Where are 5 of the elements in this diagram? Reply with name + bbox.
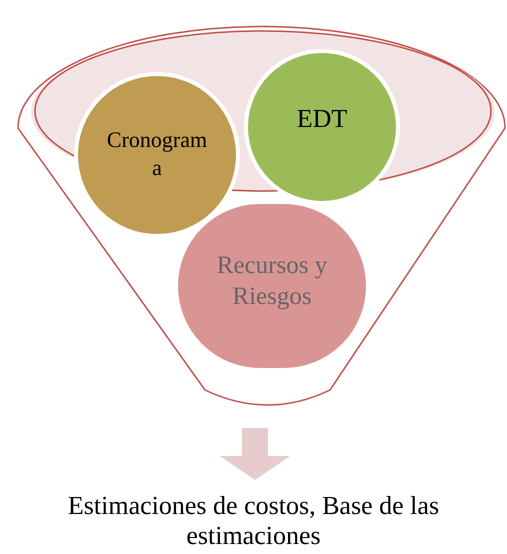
result-text: Estimaciones de costos, Base de las estimaciones [66,491,440,551]
circle-label: Cronograma [106,126,208,181]
block-arrow [220,428,290,480]
circle-label: EDT [296,103,348,135]
circle-label: Recursos y Riesgos [216,251,328,312]
